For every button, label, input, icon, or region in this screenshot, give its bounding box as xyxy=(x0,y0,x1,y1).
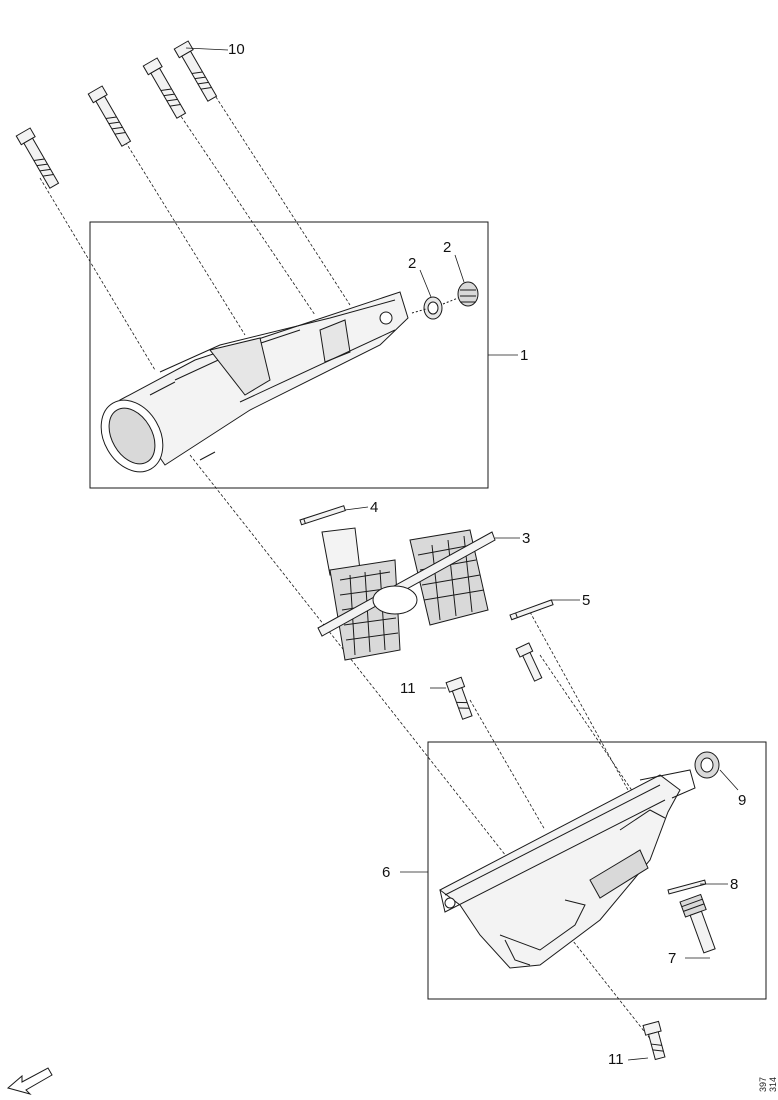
bolt-10-group xyxy=(15,40,218,189)
part-8-washer xyxy=(667,879,707,895)
part-9-nut xyxy=(694,751,720,779)
group-frame-lower xyxy=(427,741,767,1000)
bolt xyxy=(87,85,132,147)
callout-2b: 2 xyxy=(443,239,452,256)
leader-lines xyxy=(185,47,739,1061)
callout-3: 3 xyxy=(522,530,531,547)
callout-8: 8 xyxy=(730,876,739,893)
orientation-arrow-icon xyxy=(6,1067,53,1095)
callout-1: 1 xyxy=(520,347,529,364)
part-6-bracket xyxy=(439,769,696,969)
part-1-housing xyxy=(100,291,409,473)
part-2-plugs xyxy=(411,281,479,320)
part-4-pin xyxy=(299,505,346,526)
callout-11-upper: 11 xyxy=(400,680,416,697)
part-3-mount xyxy=(317,527,496,661)
drawing-code: 397 314 xyxy=(758,1076,778,1092)
callout-7: 7 xyxy=(668,950,677,967)
bolt xyxy=(142,57,187,119)
callout-6: 6 xyxy=(382,864,391,881)
callout-5: 5 xyxy=(582,592,591,609)
bolt xyxy=(515,642,543,682)
bolt-11-upper xyxy=(445,676,473,720)
callout-2a: 2 xyxy=(408,255,417,272)
assembly-lines xyxy=(39,79,656,1046)
bolt xyxy=(15,127,60,189)
callout-11-lower: 11 xyxy=(608,1051,624,1068)
bolt-11-lower xyxy=(642,1020,666,1061)
callout-4: 4 xyxy=(370,499,379,516)
part-7-bolt xyxy=(679,893,716,954)
bolt xyxy=(173,40,218,102)
callout-9: 9 xyxy=(738,792,747,809)
callout-10: 10 xyxy=(228,41,245,58)
part-5-pin xyxy=(509,599,554,621)
